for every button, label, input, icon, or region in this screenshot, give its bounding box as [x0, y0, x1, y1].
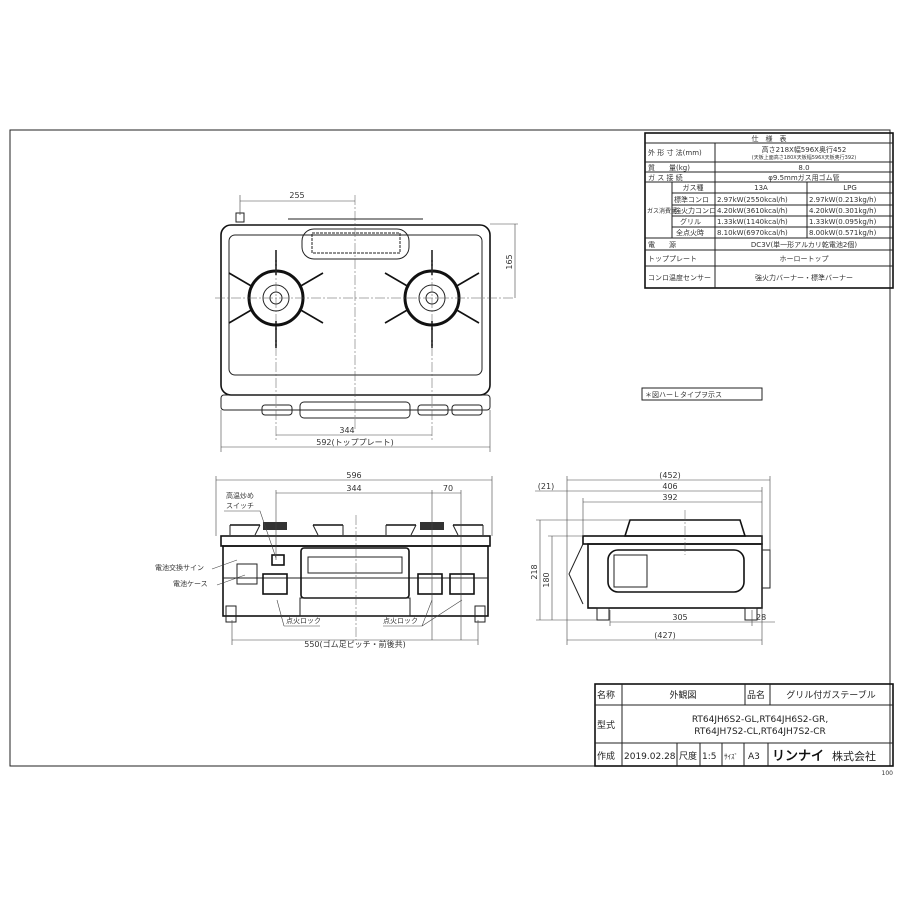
note-box [641, 387, 763, 401]
label-battery-case: 電池ケース [173, 579, 208, 588]
title-product-value: グリル付ガステーブル [786, 689, 875, 701]
dim-21: (21) [538, 482, 554, 491]
svg-text:2.97kW(2550kcal/h): 2.97kW(2550kcal/h) [717, 196, 788, 204]
dim-344-top: 344 [339, 426, 354, 435]
spec-value-topplate: ホーロートップ [780, 255, 829, 263]
title-name-label: 名称 [597, 689, 615, 701]
spec-value-size: 高さ218X幅596X奥行452 [762, 145, 847, 154]
gas-type-label: ガス種 [683, 183, 704, 192]
gas-row: 標準コンロ 2.97kW(2550kcal/h) 2.97kW(0.213kg/… [674, 195, 877, 204]
gas-type-lpg: LPG [843, 184, 857, 192]
label-switch-1: 高温炒め [226, 491, 254, 500]
title-scale-value: 1:5 [702, 752, 716, 762]
svg-text:1.33kW(0.095kg/h): 1.33kW(0.095kg/h) [809, 218, 877, 226]
dim-70: 70 [443, 484, 453, 493]
svg-text:強火力コンロ: 強火力コンロ [674, 206, 716, 215]
dim-344-front: 344 [346, 484, 361, 493]
title-block: 名称 外観図 品名 グリル付ガステーブル 型式 RT64JH6S2-GL,RT6… [594, 683, 894, 777]
dim-218: 218 [530, 564, 539, 579]
title-size-value: A3 [748, 752, 760, 762]
top-view: 255 165 344 592(トッププレート) [215, 191, 518, 452]
spec-value-power: DC3V(単一形アルカリ乾電池2個) [751, 240, 857, 249]
svg-text:1.33kW(1140kcal/h): 1.33kW(1140kcal/h) [717, 218, 788, 226]
svg-text:標準コンロ: 標準コンロ [674, 195, 709, 204]
title-name-value: 外観図 [669, 689, 696, 701]
spec-value-sensor: 強火力バーナー・標準バーナー [755, 273, 853, 282]
svg-text:4.20kW(0.301kg/h): 4.20kW(0.301kg/h) [809, 207, 877, 215]
svg-text:8.10kW(6970kcal/h): 8.10kW(6970kcal/h) [717, 229, 788, 237]
svg-text:グリル: グリル [680, 217, 701, 226]
title-model-label: 型式 [597, 719, 615, 731]
dim-28: 28 [756, 613, 766, 622]
spec-label-gas-connection: ガ ス 接 続 [648, 173, 683, 182]
title-created-label: 作成 [597, 750, 615, 762]
gas-type-13a: 13A [754, 184, 768, 192]
title-product-label: 品名 [747, 689, 765, 701]
title-size-label: ｻｲｽﾞ [724, 753, 738, 761]
note-text: ＊図ハーＬタイプヲ示ス [645, 390, 722, 399]
dim-305: 305 [672, 613, 687, 622]
label-switch-2: スイッチ [226, 502, 254, 510]
spec-gas-group-label: ガス消費量 [647, 207, 677, 215]
spec-label-size: 外 形 寸 法(mm) [648, 148, 702, 157]
front-view: 596 344 70 550(ゴム足ピッチ・前後共) 高温炒め スイッチ 電池交… [155, 471, 493, 649]
dim-406: 406 [662, 482, 677, 491]
company-logo: リンナイ [772, 749, 824, 764]
title-model-2: RT64JH7S2-CL,RT64JH7S2-CR [694, 727, 825, 737]
spec-table-title: 仕 様 表 [752, 134, 787, 143]
title-created-date: 2019.02.28 [624, 752, 676, 762]
label-ignition-lock-left: 点火ロック [286, 617, 321, 625]
title-model-1: RT64JH6S2-GL,RT64JH6S2-GR, [692, 715, 828, 725]
dim-550: 550(ゴム足ピッチ・前後共) [304, 639, 406, 649]
spec-label-power: 電 源 [648, 240, 676, 249]
gas-row: 全点火時 8.10kW(6970kcal/h) 8.00kW(0.571kg/h… [676, 228, 877, 237]
dim-592: 592(トッププレート) [316, 438, 394, 447]
svg-text:全点火時: 全点火時 [676, 228, 704, 237]
dim-255: 255 [289, 191, 304, 200]
spec-label-sensor: コンロ温度センサー [648, 273, 711, 282]
dim-392: 392 [662, 493, 677, 502]
label-battery-sign: 電池交換サイン [155, 563, 204, 572]
spec-value-gas-connection: φ9.5mmガス用ゴム管 [768, 173, 839, 182]
title-scale-label: 尺度 [679, 750, 697, 762]
svg-text:4.20kW(3610kcal/h): 4.20kW(3610kcal/h) [717, 207, 788, 215]
spec-table: 仕 様 表 外 形 寸 法(mm) 高さ218X幅596X奥行452 (天板上面… [644, 132, 894, 289]
spec-label-mass: 質 量(kg) [648, 163, 690, 172]
spec-value-mass: 8.0 [798, 164, 809, 172]
dim-427: (427) [654, 631, 676, 640]
gas-row: 強火力コンロ 4.20kW(3610kcal/h) 4.20kW(0.301kg… [674, 206, 877, 215]
spec-label-topplate: トッププレート [648, 255, 697, 263]
svg-text:8.00kW(0.571kg/h): 8.00kW(0.571kg/h) [809, 229, 877, 237]
spec-value-size-sub: (天板上面高さ180X天板幅596X天板奥行392) [752, 154, 856, 161]
dim-452: (452) [659, 471, 681, 480]
page-code: 100 [882, 770, 894, 777]
svg-text:2.97kW(0.213kg/h): 2.97kW(0.213kg/h) [809, 196, 877, 204]
gas-row: グリル 1.33kW(1140kcal/h) 1.33kW(0.095kg/h) [680, 217, 877, 226]
company-suffix: 株式会社 [832, 749, 876, 763]
side-view: (452) 406 392 (21) 218 180 305 28 (427) [530, 471, 775, 645]
dim-180: 180 [542, 572, 551, 587]
dim-596: 596 [346, 471, 361, 480]
label-ignition-lock-right: 点火ロック [383, 617, 418, 625]
sheet-border [9, 129, 891, 767]
dim-165: 165 [505, 254, 514, 269]
